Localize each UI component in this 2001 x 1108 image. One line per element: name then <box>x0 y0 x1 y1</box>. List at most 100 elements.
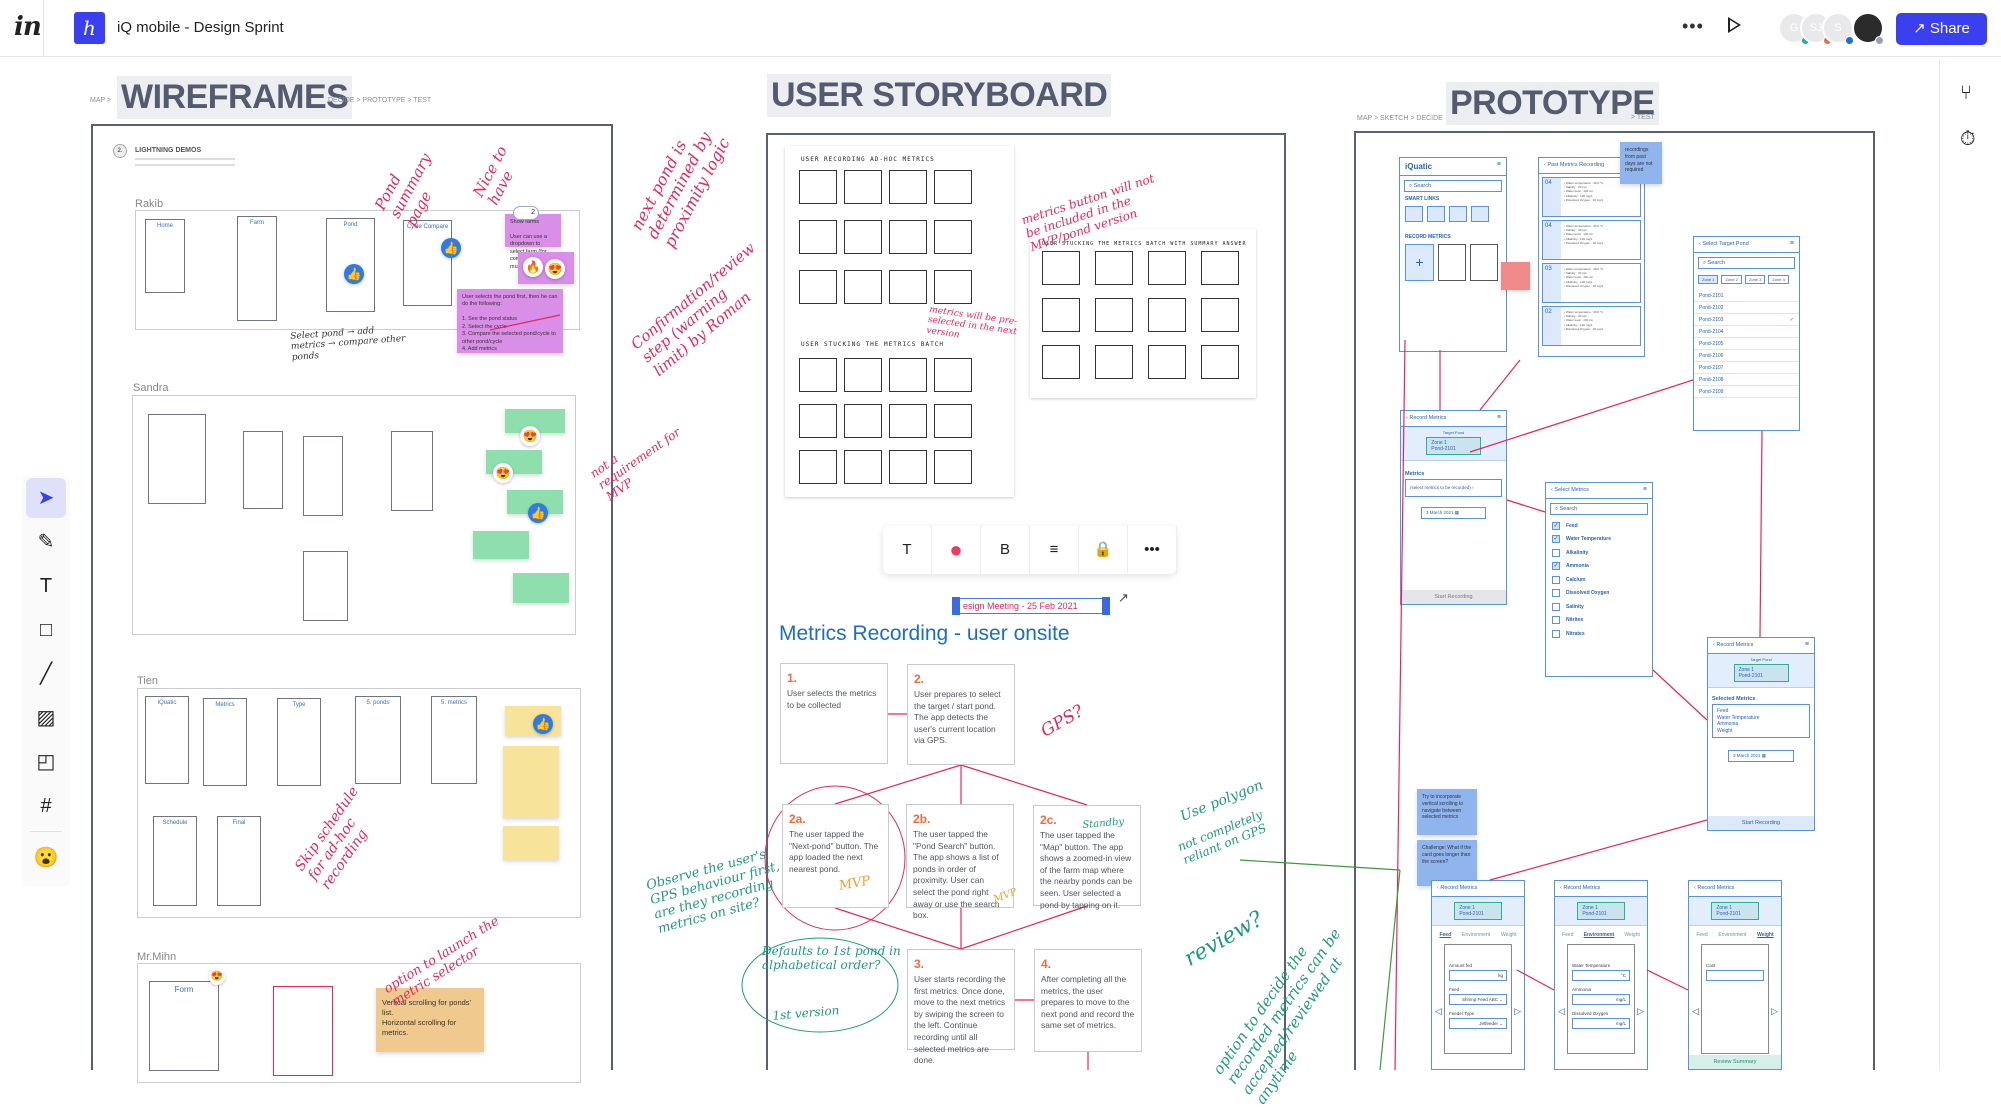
past-entry[interactable]: 02• Water temperature : 30.0 °C• Salinit… <box>1542 306 1641 346</box>
lock-icon[interactable]: 🔒 <box>1079 526 1128 574</box>
metric-option[interactable]: Nitrates <box>1546 627 1652 641</box>
heart-eyes-reaction-icon[interactable]: 😍 <box>520 426 540 446</box>
expand-arrow-icon[interactable]: ↗ <box>1118 590 1129 605</box>
field-input[interactable]: °C <box>1572 970 1630 981</box>
flow-step-card[interactable]: 2a.The user tapped the "Next-pond" butto… <box>782 804 889 908</box>
invision-logo[interactable]: in <box>14 12 42 42</box>
metrics-card[interactable] <box>1438 244 1466 281</box>
sticky-note[interactable]: User selects the pond first, then he can… <box>457 289 563 353</box>
menu-icon[interactable]: ≡ <box>1496 161 1501 168</box>
start-recording-button[interactable]: Start Recording <box>1708 816 1814 830</box>
sticky-note-tool[interactable]: ◰ <box>36 751 56 773</box>
prev-arrow-icon[interactable]: ◁ <box>1558 1006 1565 1016</box>
smart-link-icon[interactable] <box>1427 206 1445 222</box>
date-field[interactable]: 3 March 2021 ▦ <box>1728 750 1794 762</box>
zone-chip[interactable]: Zone 2 <box>1721 275 1742 284</box>
zone-chip[interactable]: Zone 1 <box>1698 275 1719 284</box>
heart-eyes-reaction-icon[interactable]: 😍 <box>493 463 513 483</box>
pond-row[interactable]: Pond-2104 <box>1694 326 1799 338</box>
timer-icon[interactable]: ⏱ <box>1960 128 1976 150</box>
metric-option[interactable]: Calcium <box>1546 573 1652 587</box>
fire-reaction-icon[interactable]: 🔥 <box>523 257 543 277</box>
text-style-icon[interactable]: T <box>883 526 932 574</box>
checkbox[interactable] <box>1552 575 1560 584</box>
selected-text-box[interactable]: esign Meeting - 25 Feb 2021 <box>956 598 1106 614</box>
past-entry[interactable]: 04• Water temperature : 30.0 °C• Salinit… <box>1542 177 1641 217</box>
heart-eyes-reaction-icon[interactable]: 😍 <box>209 969 225 985</box>
prev-arrow-icon[interactable]: ◁ <box>1435 1006 1442 1016</box>
flow-step-card[interactable]: 2b.The user tapped the "Pond Search" but… <box>906 804 1014 920</box>
handwritten-note[interactable]: next pond is determined by proximity log… <box>627 129 734 251</box>
tab-environment[interactable]: Environment <box>1462 932 1491 938</box>
sticky-note[interactable] <box>513 573 569 603</box>
checkbox[interactable]: ✓ <box>1552 521 1560 530</box>
sticky-note[interactable] <box>1501 262 1530 290</box>
metric-option[interactable]: Salinity <box>1546 600 1652 614</box>
start-recording-button[interactable]: Start Recording <box>1401 590 1506 604</box>
handwritten-note[interactable]: Confirmation/review step (warning limit)… <box>627 238 759 380</box>
sticky-note[interactable] <box>503 746 559 818</box>
field-input[interactable]: mg/L <box>1572 1018 1630 1029</box>
image-tool[interactable]: ▨ <box>36 707 56 729</box>
sticky-note[interactable]: Challenge: What if the card goes longer … <box>1417 840 1477 886</box>
past-entry[interactable]: 03• Water temperature : 30.0 °C• Salinit… <box>1542 263 1641 303</box>
select-tool[interactable]: ➤ <box>26 478 66 518</box>
add-metrics-button[interactable]: + <box>1405 244 1434 281</box>
flow-step-card[interactable]: 4.After completing all the metrics, the … <box>1034 949 1142 1052</box>
pond-row[interactable]: Pond-2105 <box>1694 338 1799 350</box>
flow-step-card[interactable]: 2c.The user tapped the "Map" button. The… <box>1033 805 1141 910</box>
pond-row[interactable]: Pond-2108 <box>1694 374 1799 386</box>
resize-handle[interactable] <box>952 597 960 615</box>
prev-arrow-icon[interactable]: ◁ <box>1692 1006 1699 1016</box>
flow-step-card[interactable]: 2.User prepares to select the target / s… <box>907 664 1015 765</box>
checkbox[interactable] <box>1552 589 1560 598</box>
select-metrics-field[interactable]: (select metrics to be recorded) › <box>1405 479 1502 497</box>
avatar[interactable]: S <box>1822 12 1854 45</box>
document-title[interactable]: iQ mobile - Design Sprint <box>117 19 284 36</box>
field-input[interactable] <box>1706 970 1764 981</box>
user-avatar-photo[interactable] <box>1852 12 1884 45</box>
sticky-note[interactable]: recordings from past days are not requir… <box>1620 142 1662 184</box>
field-input[interactable]: Jetfeeder ⌄ <box>1449 1018 1507 1029</box>
next-arrow-icon[interactable]: ▷ <box>1771 1006 1778 1016</box>
smart-link-icon[interactable] <box>1405 206 1423 222</box>
zone-chip[interactable]: Zone 3 <box>1744 275 1766 284</box>
line-tool[interactable]: ╱ <box>39 663 53 685</box>
tab-feed[interactable]: Feed <box>1439 932 1452 938</box>
resize-handle[interactable] <box>1102 597 1110 615</box>
pond-row[interactable]: Pond-2109 <box>1694 386 1799 398</box>
metrics-card[interactable] <box>1470 244 1498 281</box>
next-arrow-icon[interactable]: ▷ <box>1637 1006 1644 1016</box>
search-field[interactable]: ⌕ Search <box>1404 180 1502 192</box>
thumbs-up-reaction-icon[interactable]: 👍 <box>441 238 461 258</box>
sticky-note[interactable]: Try to incorporate vertical scrolling to… <box>1417 789 1477 835</box>
flow-icon[interactable]: ⑂ <box>1960 82 1972 104</box>
more-options-icon[interactable]: ••• <box>1682 16 1704 36</box>
past-entry[interactable]: 04• Water temperature : 30.0 °C• Salinit… <box>1542 220 1641 260</box>
metric-option[interactable]: ✓Feed <box>1546 519 1652 533</box>
search-field[interactable]: ⌕ Search <box>1698 257 1795 269</box>
rectangle-tool[interactable]: □ <box>39 619 53 641</box>
checkbox[interactable] <box>1552 548 1560 557</box>
emoji-tool[interactable]: 😮 <box>33 847 59 869</box>
tab-environment[interactable]: Environment <box>1583 932 1615 938</box>
menu-icon[interactable]: ≡ <box>1642 486 1647 493</box>
checkbox[interactable]: ✓ <box>1552 535 1560 544</box>
wireframes-frame[interactable]: 2. LIGHTNING DEMOS Rakib Sandra Tien Mr.… <box>91 124 613 1083</box>
sticky-note[interactable] <box>503 826 559 860</box>
tab-weight[interactable]: Weight <box>1757 932 1774 938</box>
thumbs-up-reaction-icon[interactable]: 👍 <box>533 714 553 734</box>
checkbox[interactable] <box>1552 602 1560 611</box>
tab-feed[interactable]: Feed <box>1562 932 1574 938</box>
zone-chip[interactable]: Zone 4 <box>1768 275 1789 284</box>
phone-past-metrics[interactable]: ‹ Past Metrics Recording 04• Water tempe… <box>1538 157 1645 357</box>
field-input[interactable]: kg <box>1449 970 1507 981</box>
search-field[interactable]: ⌕ Search <box>1550 503 1648 515</box>
